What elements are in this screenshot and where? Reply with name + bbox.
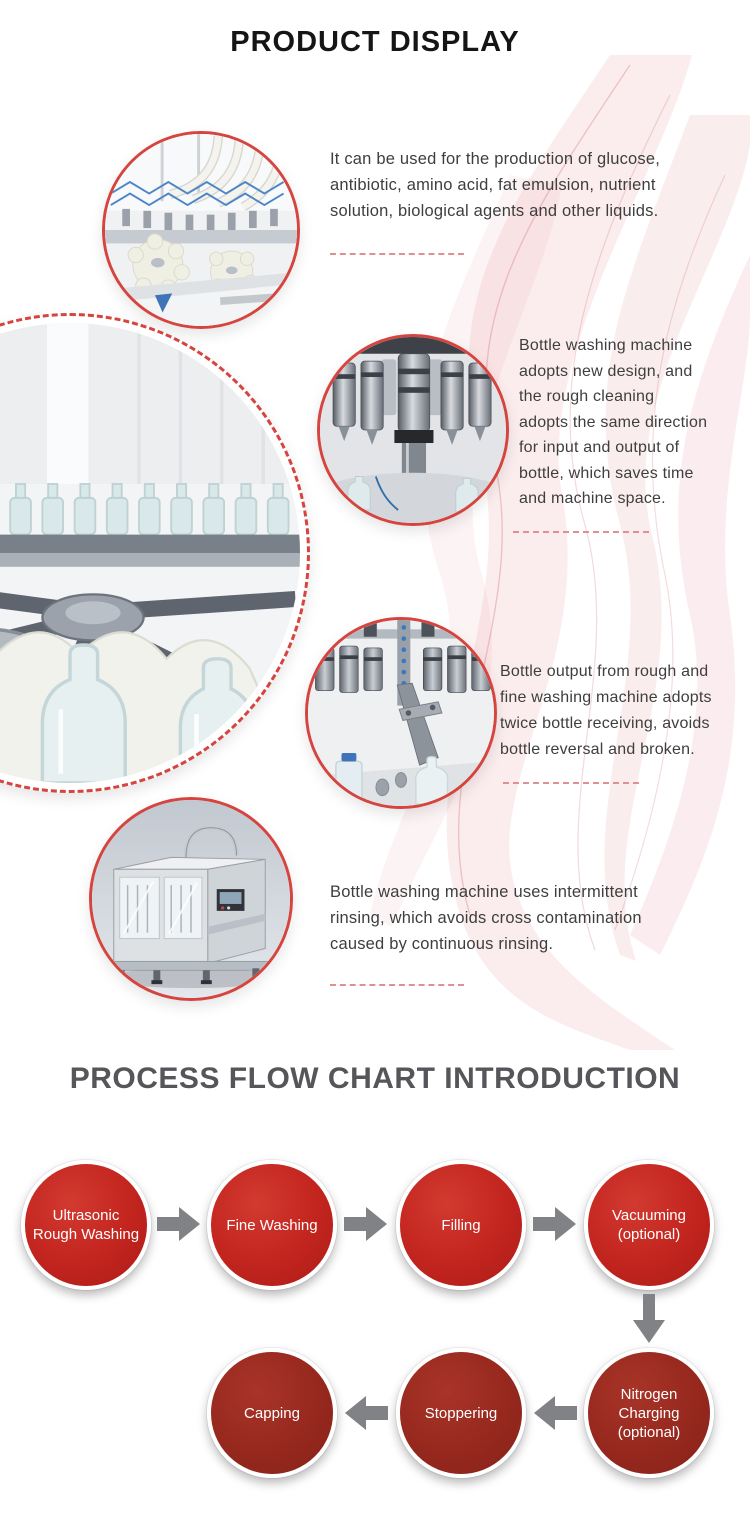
flow-step-capping: Capping xyxy=(207,1348,337,1478)
flow-step-label: Filling xyxy=(441,1216,481,1234)
flow-step-label: Ultrasonic Rough Washing xyxy=(32,1207,140,1243)
machine-overview-photo-illustration xyxy=(92,800,290,998)
flow-step-stoppering: Stoppering xyxy=(396,1348,526,1478)
feature-text-2: Bottle washing machine adopts new design… xyxy=(519,337,708,507)
flow-step-label: Vacuuming (optional) xyxy=(612,1207,686,1243)
filling-line-photo-illustration xyxy=(105,134,297,326)
flow-step-label: Stoppering xyxy=(424,1404,498,1422)
feature-text-4: Bottle washing machine uses intermittent… xyxy=(330,883,642,953)
feature-image-filling-line xyxy=(102,131,300,329)
flow-step-label: Fine Washing xyxy=(226,1216,318,1234)
arrow-right-icon xyxy=(533,1207,576,1241)
arrow-left-icon xyxy=(345,1396,388,1430)
dashed-divider-2 xyxy=(513,531,649,533)
feature-image-washing-heads xyxy=(317,334,509,526)
feature-text-3: Bottle output from rough and fine washin… xyxy=(500,663,712,758)
dashed-divider-3 xyxy=(503,782,639,784)
dashed-divider-4 xyxy=(330,984,464,986)
flow-step-fine-washing: Fine Washing xyxy=(207,1160,337,1290)
arrow-right-icon xyxy=(157,1207,200,1241)
arrow-down-icon xyxy=(633,1294,665,1343)
bottle-gripper-photo-illustration xyxy=(308,620,494,806)
page-title: PRODUCT DISPLAY xyxy=(230,26,520,58)
section-title-process-flow: PROCESS FLOW CHART INTRODUCTION xyxy=(69,1062,681,1095)
flow-step-ultrasonic-rough-washing: Ultrasonic Rough Washing xyxy=(21,1160,151,1290)
feature-image-bottle-gripper xyxy=(305,617,497,809)
flow-step-label: Nitrogen Charging (optional) xyxy=(617,1385,681,1441)
hero-photo-clip xyxy=(0,323,300,783)
flow-step-nitrogen-charging: Nitrogen Charging (optional) xyxy=(584,1348,714,1478)
feature-image-machine-overview xyxy=(89,797,293,1001)
arrow-right-icon xyxy=(344,1207,387,1241)
arrow-left-icon xyxy=(534,1396,577,1430)
flow-step-filling: Filling xyxy=(396,1160,526,1290)
washing-heads-photo-illustration xyxy=(320,337,506,523)
feature-text-1: It can be used for the production of glu… xyxy=(330,150,661,220)
dashed-divider-1 xyxy=(330,253,464,255)
hero-image-washing-machine-interior xyxy=(0,313,310,793)
flow-step-vacuuming: Vacuuming (optional) xyxy=(584,1160,714,1290)
flow-step-label: Capping xyxy=(244,1404,300,1422)
washing-machine-interior-illustration xyxy=(0,323,300,783)
